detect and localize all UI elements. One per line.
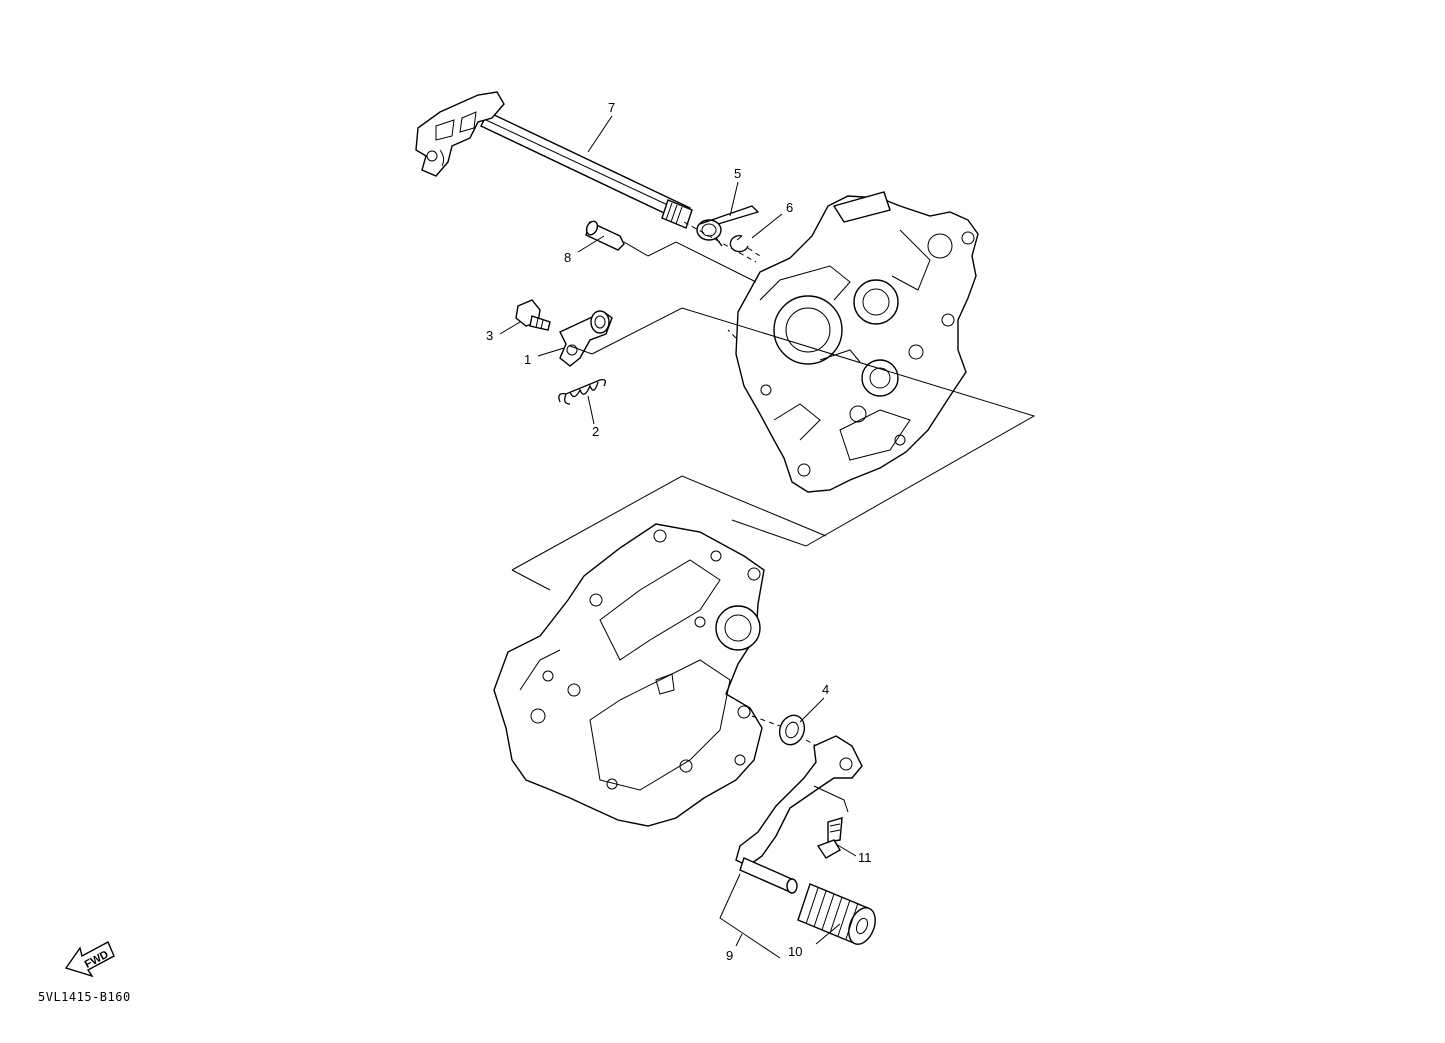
crankcase-right — [735, 191, 979, 493]
callout-6: 6 — [786, 200, 793, 215]
callout-2: 2 — [592, 424, 599, 439]
shift-shaft[interactable] — [415, 91, 693, 229]
reference-frames — [511, 241, 1036, 591]
callout-11: 11 — [858, 850, 872, 865]
callout-1: 1 — [524, 352, 531, 367]
callout-9: 9 — [726, 948, 733, 963]
stopper-lever[interactable] — [559, 310, 613, 367]
callout-3: 3 — [486, 328, 493, 343]
crankcase-left — [493, 523, 765, 827]
callout-10: 10 — [788, 944, 802, 959]
shift-pedal-rubber[interactable] — [797, 883, 880, 948]
shift-arm-spring[interactable] — [696, 205, 760, 247]
fwd-label: FWD — [83, 948, 111, 970]
shift-pedal[interactable] — [735, 735, 863, 894]
leader-lines — [499, 115, 857, 959]
bolt[interactable] — [515, 299, 551, 331]
callout-4: 4 — [822, 682, 829, 697]
fwd-arrow-icon: FWD — [64, 941, 115, 978]
callout-8: 8 — [564, 250, 571, 265]
callout-5: 5 — [734, 166, 741, 181]
diagram-code: 5VL1415-B160 — [38, 990, 131, 1004]
pedal-bolt[interactable] — [816, 817, 843, 859]
dowel-pin[interactable] — [585, 220, 625, 251]
tension-spring[interactable] — [558, 378, 606, 405]
oil-seal[interactable] — [776, 712, 809, 748]
circlip[interactable] — [729, 235, 749, 253]
callout-7: 7 — [608, 100, 615, 115]
